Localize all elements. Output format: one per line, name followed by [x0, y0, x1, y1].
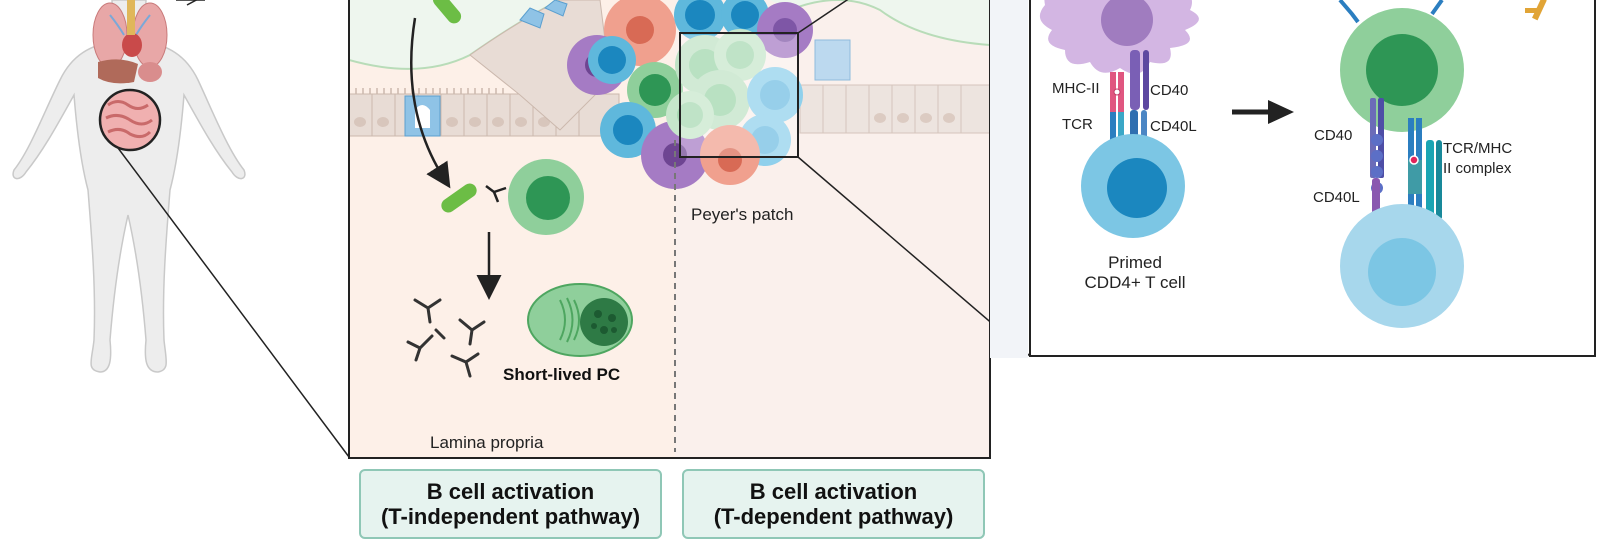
- b-cell-right: [1340, 8, 1464, 132]
- b-cell: [508, 159, 584, 235]
- caption-t-dependent-line1: B cell activation: [749, 479, 918, 504]
- zoom-lines-left: [117, 0, 350, 458]
- caption-t-independent-line2: (T-independent pathway): [380, 504, 641, 529]
- gut-panel: [348, 0, 991, 459]
- arrow-icon: [410, 17, 451, 189]
- antibody-icon: [485, 185, 507, 203]
- tcr-mhc-label-line1: TCR/MHC: [1443, 140, 1513, 157]
- mhc-tcr-receptors: [1110, 72, 1124, 150]
- heart-icon: [122, 0, 142, 57]
- primed-t-cell: [1081, 134, 1185, 238]
- primed-label-line2: CDD4+ T cell: [1084, 273, 1186, 292]
- tcr-label: TCR: [1062, 116, 1093, 133]
- cd40l-label-right: CD40L: [1313, 189, 1360, 206]
- cd40-label-right: CD40: [1314, 127, 1353, 144]
- dendritic-cell: [1039, 0, 1199, 74]
- synapse-panel: [990, 0, 1596, 358]
- epithelium-right: [799, 39, 990, 134]
- t-cell-right: [1340, 204, 1464, 328]
- plasma-cell-icon: [527, 283, 633, 357]
- liver-stomach-icon: [98, 59, 162, 84]
- tcr-mhc-label-line2: II complex: [1443, 160, 1512, 177]
- human-body-icon: [12, 0, 246, 373]
- antibody-orange-icon: [1525, 0, 1547, 21]
- intestine-icon: [98, 88, 162, 152]
- peyers-patch-cluster: [567, 0, 813, 189]
- caption-t-dependent: B cell activation (T-dependent pathway): [682, 469, 985, 539]
- tcr-mhc-complex: [1408, 118, 1442, 224]
- primed-label-line1: Primed: [1108, 253, 1162, 272]
- tcr-mhc-label: TCR/MHC II complex: [1443, 139, 1512, 179]
- lungs-icon: [92, 2, 168, 68]
- caption-t-independent: B cell activation (T-independent pathway…: [359, 469, 662, 539]
- cd40-receptor: [1130, 50, 1149, 152]
- short-lived-pc-label: Short-lived PC: [503, 365, 621, 384]
- bacteria-icon: [441, 183, 477, 213]
- zoom-box: [679, 32, 799, 158]
- cd40-label-top: CD40: [1150, 82, 1189, 99]
- caption-t-independent-line1: B cell activation: [426, 479, 595, 504]
- mhc-ii-label: MHC-II: [1052, 80, 1100, 97]
- lamina-propria-label: Lamina propria: [430, 433, 544, 452]
- primed-t-cell-label: Primed CDD4+ T cell: [1080, 253, 1190, 293]
- cd40l-label-top: CD40L: [1150, 118, 1197, 135]
- antibodies-icon: [406, 298, 486, 378]
- peyers-patch-label: Peyer's patch: [691, 205, 794, 224]
- bacteria-icon: [432, 0, 462, 24]
- caption-t-dependent-line2: (T-dependent pathway): [713, 504, 954, 529]
